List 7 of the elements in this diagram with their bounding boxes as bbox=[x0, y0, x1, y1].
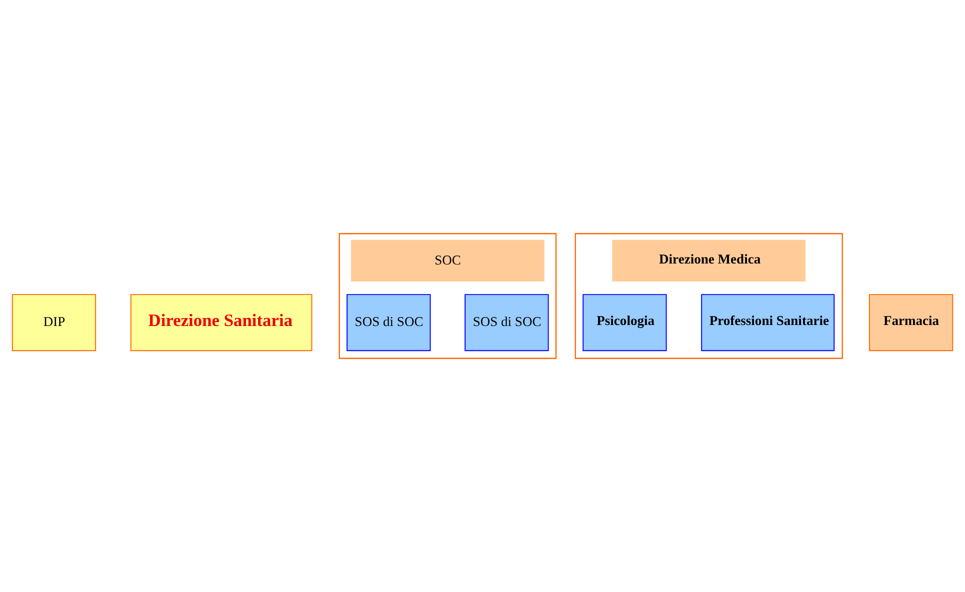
node-box: Direzione Sanitaria bbox=[130, 294, 312, 352]
node-box: Farmacia bbox=[868, 294, 954, 352]
node-box: DIP bbox=[12, 294, 96, 352]
node-box: SOS di SOC bbox=[346, 294, 431, 352]
node-box: Professioni Sanitarie bbox=[701, 294, 835, 352]
node-box: Psicologia bbox=[582, 294, 667, 352]
node-box: SOS di SOC bbox=[464, 294, 549, 352]
